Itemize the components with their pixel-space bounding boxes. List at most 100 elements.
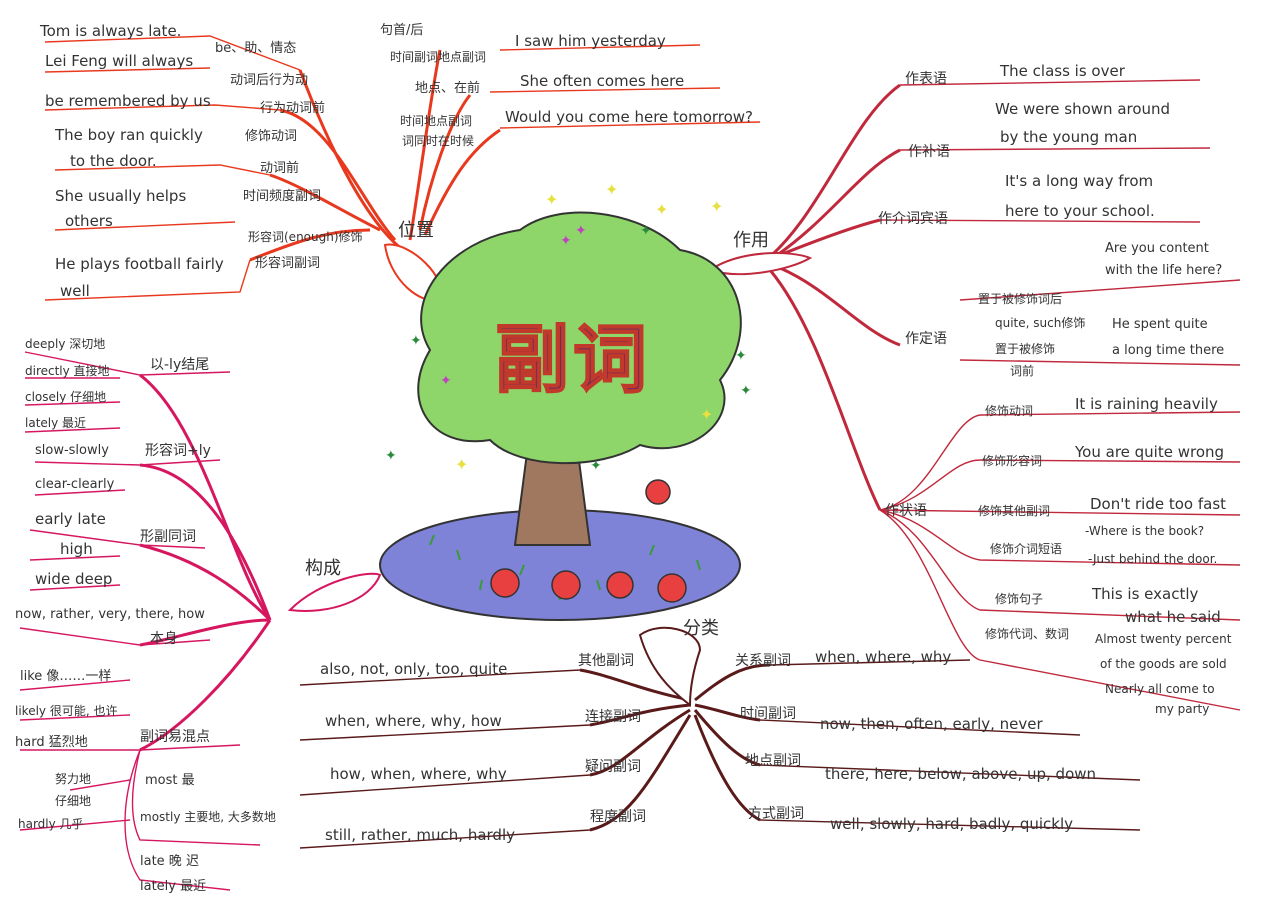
position-rule: 动词后行为动 — [230, 73, 309, 88]
category-type: 疑问副词 — [585, 759, 641, 775]
branch-label-category: 分类 — [683, 618, 719, 639]
position-rule: 地点、在前 — [415, 81, 481, 96]
svg-text:✦: ✦ — [560, 233, 572, 249]
function-example: It is raining heavily — [1075, 395, 1218, 413]
apple — [645, 479, 671, 505]
position-rule: 句首/后 — [380, 23, 424, 38]
function-example: Nearly all come to — [1105, 682, 1215, 696]
position-rule: 动词前 — [260, 161, 300, 176]
branch-label-function: 作用 — [733, 230, 769, 251]
function-role: 作定语 — [905, 331, 947, 347]
position-rule: 形容词(enough)修饰 — [248, 230, 363, 244]
function-note: 置于被修饰词后 — [978, 292, 1063, 306]
function-note: 修饰形容词 — [982, 454, 1043, 468]
function-note: 修饰其他副词 — [978, 504, 1051, 518]
formation-example: lately 最近 — [25, 416, 87, 430]
function-note: quite, such修饰 — [995, 316, 1086, 330]
branch-label-position: 位置 — [398, 220, 434, 241]
svg-text:✦: ✦ — [590, 458, 602, 474]
svg-text:✦: ✦ — [640, 223, 652, 239]
category-examples: well, slowly, hard, badly, quickly — [830, 815, 1074, 833]
svg-text:✦: ✦ — [710, 197, 723, 216]
category-examples: when, where, why, how — [325, 712, 502, 730]
position-example: well — [60, 282, 90, 300]
formation-example: mostly 主要地, 大多数地 — [140, 810, 276, 824]
svg-text:✦: ✦ — [575, 223, 587, 239]
formation-example: wide deep — [35, 570, 113, 588]
apple — [551, 570, 581, 600]
function-example: with the life here? — [1105, 263, 1223, 278]
function-example: We were shown around — [995, 100, 1171, 118]
category-type: 程度副词 — [590, 809, 646, 825]
category-type: 地点副词 — [745, 753, 801, 769]
formation-example: like 像……一样 — [20, 669, 112, 684]
svg-text:✦: ✦ — [545, 190, 558, 209]
position-example: He plays football fairly — [55, 255, 224, 273]
function-example: -Just behind the door. — [1088, 552, 1218, 566]
apple — [606, 571, 634, 599]
category-type: 其他副词 — [578, 653, 634, 669]
position-example: Would you come here tomorrow? — [505, 108, 754, 126]
function-example: what he said — [1125, 608, 1221, 626]
position-example: She often comes here — [520, 72, 685, 90]
formation-example: directly 直接地 — [25, 364, 110, 378]
svg-text:✦: ✦ — [735, 348, 747, 364]
svg-text:✦: ✦ — [440, 373, 452, 389]
function-example: This is exactly — [1092, 585, 1199, 603]
position-rule: be、助、情态 — [215, 41, 297, 56]
formation-example: likely 很可能, 也许 — [15, 704, 118, 718]
formation-rule: 形副同词 — [140, 529, 196, 545]
svg-text:✦: ✦ — [385, 448, 397, 464]
category-examples: now, then, often, early, never — [820, 715, 1043, 733]
function-example: a long time there — [1112, 343, 1225, 358]
function-example: You are quite wrong — [1075, 443, 1225, 461]
formation-rule: 形容词+ly — [145, 443, 211, 459]
branch-label-formation: 构成 — [305, 558, 341, 579]
position-rule: 时间地点副词 — [400, 114, 473, 128]
category-examples: there, here, below, above, up, down — [825, 765, 1097, 783]
formation-example: deeply 深切地 — [25, 337, 106, 351]
function-example: Don't ride too fast — [1090, 495, 1227, 513]
position-rule: 时间副词地点副词 — [390, 50, 487, 64]
svg-text:✦: ✦ — [410, 333, 422, 349]
formation-example: hard 猛烈地 — [15, 735, 88, 750]
formation-example: high — [60, 540, 93, 558]
position-rule: 修饰动词 — [245, 129, 298, 144]
grass — [429, 534, 701, 601]
function-note: 置于被修饰 — [995, 342, 1056, 356]
formation-example: early late — [35, 510, 106, 528]
formation-rule: 以-ly结尾 — [150, 357, 210, 373]
formation-example: closely 仔细地 — [25, 390, 107, 404]
central-title: 副词 — [494, 316, 651, 404]
formation-example: clear-clearly — [35, 477, 115, 492]
category-type: 连接副词 — [585, 709, 641, 725]
function-note: 修饰介词短语 — [990, 542, 1063, 556]
function-example: He spent quite — [1112, 317, 1208, 332]
function-role: 作补语 — [908, 144, 950, 160]
function-example: The class is over — [1000, 62, 1125, 80]
function-note: 修饰代词、数词 — [985, 627, 1070, 641]
function-example: -Where is the book? — [1085, 524, 1205, 538]
function-example: Are you content — [1105, 241, 1209, 256]
category-type: 方式副词 — [748, 806, 804, 822]
formation-rule: 本身 — [150, 631, 178, 647]
formation-example: slow-slowly — [35, 443, 109, 458]
category-examples: also, not, only, too, quite — [320, 660, 508, 678]
category-type: 时间副词 — [740, 706, 796, 722]
position-example: others — [65, 212, 113, 230]
svg-text:✦: ✦ — [455, 455, 468, 474]
function-role: 作状语 — [885, 503, 927, 519]
function-example: my party — [1155, 702, 1210, 716]
function-example: Almost twenty percent — [1095, 632, 1232, 646]
formation-example: hardly 几乎 — [18, 817, 84, 831]
tree-canopy — [417, 211, 742, 465]
category-examples: when, where, why — [815, 648, 952, 666]
position-rule: 时间频度副词 — [243, 189, 322, 204]
position-rule: 词同时在时候 — [402, 134, 475, 148]
category-examples: still, rather, much, hardly — [325, 826, 515, 844]
category-type: 关系副词 — [735, 653, 791, 669]
function-example: by the young man — [1000, 128, 1138, 146]
formation-example: 仔细地 — [55, 794, 92, 808]
